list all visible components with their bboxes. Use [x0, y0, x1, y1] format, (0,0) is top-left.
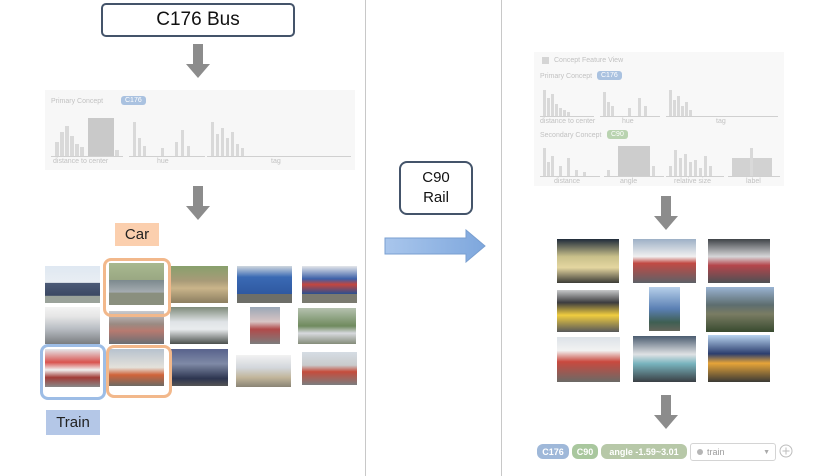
- concept-feature-view: Concept Feature View Primary Concept C17…: [534, 52, 784, 186]
- train-thumb: [557, 290, 619, 332]
- chip-text: C90: [576, 446, 594, 457]
- feature-view-title: Concept Feature View: [554, 57, 624, 64]
- vehicle-thumb: [170, 266, 228, 303]
- secondary-distance-histogram: [542, 146, 598, 176]
- car-label-text: Car: [124, 226, 150, 243]
- label-select[interactable]: train ▼: [690, 443, 776, 461]
- train-label: Train: [46, 410, 100, 435]
- right-axis-distance: distance to center: [540, 118, 596, 125]
- train-thumb: [649, 287, 680, 331]
- train-thumb: [708, 239, 770, 283]
- train-thumb: [708, 335, 770, 382]
- primary-concept-badge: C176: [597, 71, 622, 80]
- concept-title: C176 Bus: [156, 9, 240, 30]
- concept-chip-c90[interactable]: C90: [572, 444, 598, 459]
- primary-concept-label: Primary Concept: [51, 98, 104, 105]
- hue-histogram: [602, 88, 658, 116]
- train-thumb: [557, 337, 620, 382]
- relative-size-histogram: [668, 146, 720, 176]
- down-arrow-icon: [654, 196, 678, 230]
- right-axis-tag: tag: [716, 118, 726, 125]
- left-axis-distance: distance to center: [53, 158, 109, 165]
- secondary-concept-name: Rail: [423, 189, 449, 206]
- down-arrow-icon: [654, 395, 678, 429]
- secondary-concept-box: C90 Rail: [399, 161, 473, 215]
- vehicle-thumb: [170, 349, 228, 386]
- tag-histogram: [668, 88, 776, 116]
- train-thumb: [633, 336, 696, 382]
- feature-view-icon: [542, 57, 549, 64]
- van-thumb: [45, 307, 100, 344]
- concept-chip-c176[interactable]: C176: [537, 444, 569, 459]
- train-thumb: [633, 239, 696, 283]
- secondary-axis-distance: distance: [554, 178, 581, 185]
- car-label: Car: [115, 223, 159, 246]
- car-highlight-box: [106, 345, 172, 398]
- secondary-axis-relative-size: relative size: [674, 178, 711, 185]
- down-arrow-icon: [186, 44, 210, 78]
- down-arrow-icon: [186, 186, 210, 220]
- right-arrow-icon: [384, 229, 486, 263]
- left-axis-tag: tag: [271, 158, 281, 165]
- train-thumb: [706, 287, 774, 332]
- chip-text: C176: [542, 446, 564, 457]
- primary-concept-panel: Primary Concept C176 distance to center …: [45, 90, 355, 170]
- secondary-axis-label: label: [746, 178, 761, 185]
- angle-filter-chip[interactable]: angle -1.59~3.01: [601, 444, 687, 459]
- distance-histogram: [53, 118, 123, 156]
- angle-histogram: [606, 146, 662, 176]
- secondary-axis-angle: angle: [620, 178, 638, 185]
- secondary-concept-id: C90: [422, 169, 450, 186]
- vehicle-thumb: [236, 355, 291, 387]
- train-thumb: [302, 352, 357, 385]
- bus-thumb: [237, 266, 292, 303]
- left-axis-hue: hue: [157, 158, 169, 165]
- bus-thumb: [302, 266, 357, 303]
- secondary-concept-label: Secondary Concept: [540, 132, 602, 139]
- train-label-text: Train: [56, 414, 90, 431]
- divider-left: [365, 0, 366, 476]
- label-histogram: [730, 146, 778, 176]
- select-value: train: [707, 447, 725, 457]
- secondary-concept-badge: C90: [607, 130, 628, 139]
- bus-thumb: [45, 266, 100, 303]
- chip-text: angle -1.59~3.01: [609, 446, 679, 457]
- train-thumb: [557, 239, 619, 283]
- hue-histogram: [131, 118, 203, 156]
- concept-title-box: C176 Bus: [101, 3, 295, 37]
- car-thumb: [109, 263, 164, 305]
- vehicle-thumb: [250, 307, 280, 344]
- distance-histogram: [542, 88, 592, 116]
- car-thumb: [109, 349, 164, 386]
- divider-right: [501, 0, 502, 476]
- right-axis-hue: hue: [622, 118, 634, 125]
- primary-concept-label: Primary Concept: [540, 73, 593, 80]
- plus-circle-icon[interactable]: [779, 444, 793, 458]
- train-highlight-box: [40, 344, 106, 400]
- tag-histogram: [209, 118, 349, 156]
- car-highlight-box: [103, 258, 171, 317]
- chevron-down-icon: ▼: [763, 448, 770, 456]
- select-dot-icon: [697, 449, 703, 455]
- primary-concept-badge: C176: [121, 96, 146, 105]
- car-thumb: [170, 307, 228, 344]
- vehicle-thumb: [298, 308, 356, 344]
- train-thumb: [45, 349, 100, 387]
